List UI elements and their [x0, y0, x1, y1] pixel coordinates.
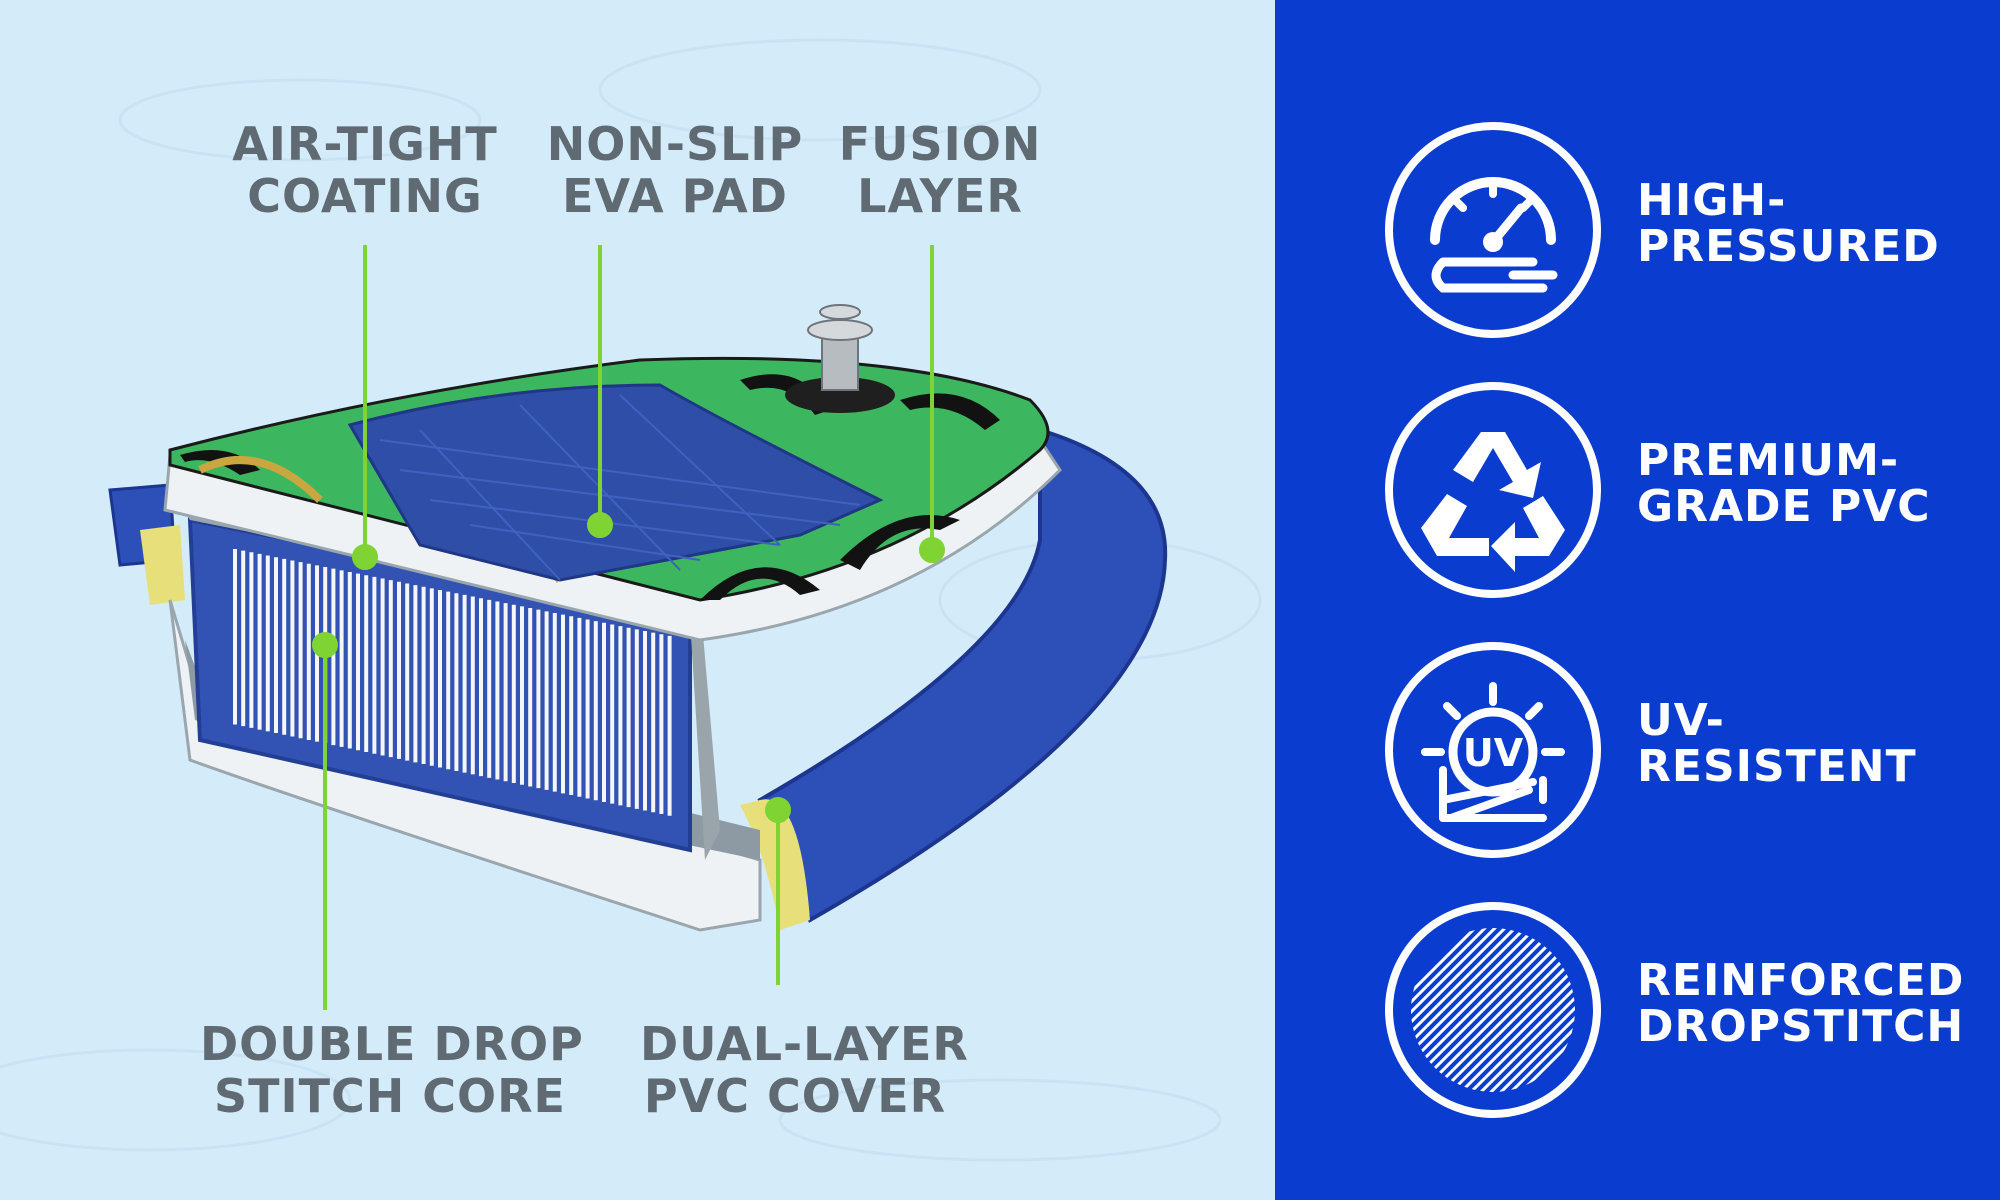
- callout-line: COATING: [247, 169, 483, 223]
- hatch-line: [1411, 928, 1555, 1092]
- callout-line: FUSION: [838, 117, 1042, 171]
- hatch-line: [1491, 928, 1575, 1092]
- hatch-line: [1411, 928, 1565, 1092]
- outer-pvc-cover: [757, 427, 1168, 923]
- hatch-line: [1411, 928, 1575, 1092]
- feature-high-pressured: HIGH- PRESSURED: [1385, 122, 1985, 352]
- hatch-line: [1411, 928, 1535, 1092]
- feature-label-line: UV-: [1637, 695, 1725, 746]
- callout-line: AIR-TIGHT: [232, 117, 498, 171]
- left-yellow-layer: [140, 525, 185, 605]
- callout-line: STITCH CORE: [214, 1069, 566, 1123]
- feature-label-line: RESISTENT: [1637, 741, 1917, 792]
- hatch-line: [1471, 928, 1575, 1092]
- hatch-line: [1583, 910, 1593, 1110]
- hatch-line: [1411, 928, 1525, 1092]
- water-ripple-background: [0, 38, 1262, 1162]
- feature-label: REINFORCED DROPSTITCH: [1637, 958, 1964, 1050]
- callout-line: EVA PAD: [562, 169, 788, 223]
- hatch-line: [1561, 928, 1575, 1092]
- hatch-line: [1441, 928, 1575, 1092]
- air-valve: [785, 304, 895, 413]
- callout-double-drop-stitch-core: DOUBLE DROP STITCH CORE: [200, 1017, 584, 1123]
- feature-reinforced-dropstitch: REINFORCED DROPSTITCH: [1385, 902, 1985, 1132]
- drop-stitch-fibers: [233, 549, 672, 816]
- feature-label-line: DROPSTITCH: [1637, 1001, 1965, 1052]
- hatch-line: [1501, 928, 1575, 1092]
- feature-uv-resistent: UV UV- RESISTENT: [1385, 642, 1985, 872]
- leader-lines: [312, 245, 945, 1010]
- callout-line: PVC COVER: [643, 1069, 947, 1123]
- recycle-icon: [1421, 432, 1565, 572]
- feature-icon-ring: UV: [1385, 642, 1601, 858]
- feature-label: UV- RESISTENT: [1637, 698, 1917, 790]
- feature-label-line: REINFORCED: [1637, 955, 1965, 1006]
- hatch-line: [1411, 928, 1495, 1092]
- hatch-line: [1541, 928, 1575, 1092]
- hatch-line: [1461, 928, 1575, 1092]
- callout-fusion-layer: FUSION LAYER: [820, 118, 1060, 222]
- feature-label-line: PREMIUM-: [1637, 435, 1900, 486]
- hatch-line: [1481, 928, 1575, 1092]
- hatch-line: [1451, 928, 1575, 1092]
- hatch-line: [1431, 928, 1575, 1092]
- feature-label-line: HIGH-: [1637, 175, 1787, 226]
- callout-non-slip-eva-pad: NON-SLIP EVA PAD: [540, 118, 810, 222]
- hatch-line: [1411, 928, 1575, 1092]
- hatch-line: [1571, 928, 1575, 1092]
- uv-icon-text: UV: [1463, 731, 1524, 775]
- feature-label-line: PRESSURED: [1637, 221, 1940, 272]
- eva-pad-texture: [379, 394, 861, 581]
- hatch-line: [1411, 928, 1505, 1092]
- hatch-line: [1411, 928, 1545, 1092]
- feature-label: PREMIUM- GRADE PVC: [1637, 438, 1931, 530]
- callout-line: NON-SLIP: [546, 117, 804, 171]
- callout-line: DUAL-LAYER: [640, 1017, 969, 1071]
- eva-pad: [347, 383, 884, 582]
- hatch-line: [1421, 928, 1575, 1092]
- dropstitch-hatch-icon: [1411, 910, 1593, 1110]
- hatch-line: [1411, 928, 1515, 1092]
- callout-line: DOUBLE DROP: [200, 1017, 584, 1071]
- feature-icon-ring: [1385, 122, 1601, 338]
- feature-label-line: GRADE PVC: [1637, 481, 1931, 532]
- feature-label: HIGH- PRESSURED: [1637, 178, 1940, 270]
- feature-icon-ring: [1385, 902, 1601, 1118]
- features-panel: HIGH- PRESSURED PREMIUM- GRADE PVC: [1275, 0, 2000, 1200]
- feature-icon-ring: [1385, 382, 1601, 598]
- callout-air-tight-coating: AIR-TIGHT COATING: [230, 118, 500, 222]
- feature-premium-grade-pvc: PREMIUM- GRADE PVC: [1385, 382, 1985, 612]
- pressure-gauge-icon: [1430, 177, 1558, 293]
- callout-dual-layer-pvc-cover: DUAL-LAYER PVC COVER: [640, 1017, 969, 1123]
- uv-sun-icon: UV: [1421, 682, 1565, 822]
- callout-line: LAYER: [857, 169, 1023, 223]
